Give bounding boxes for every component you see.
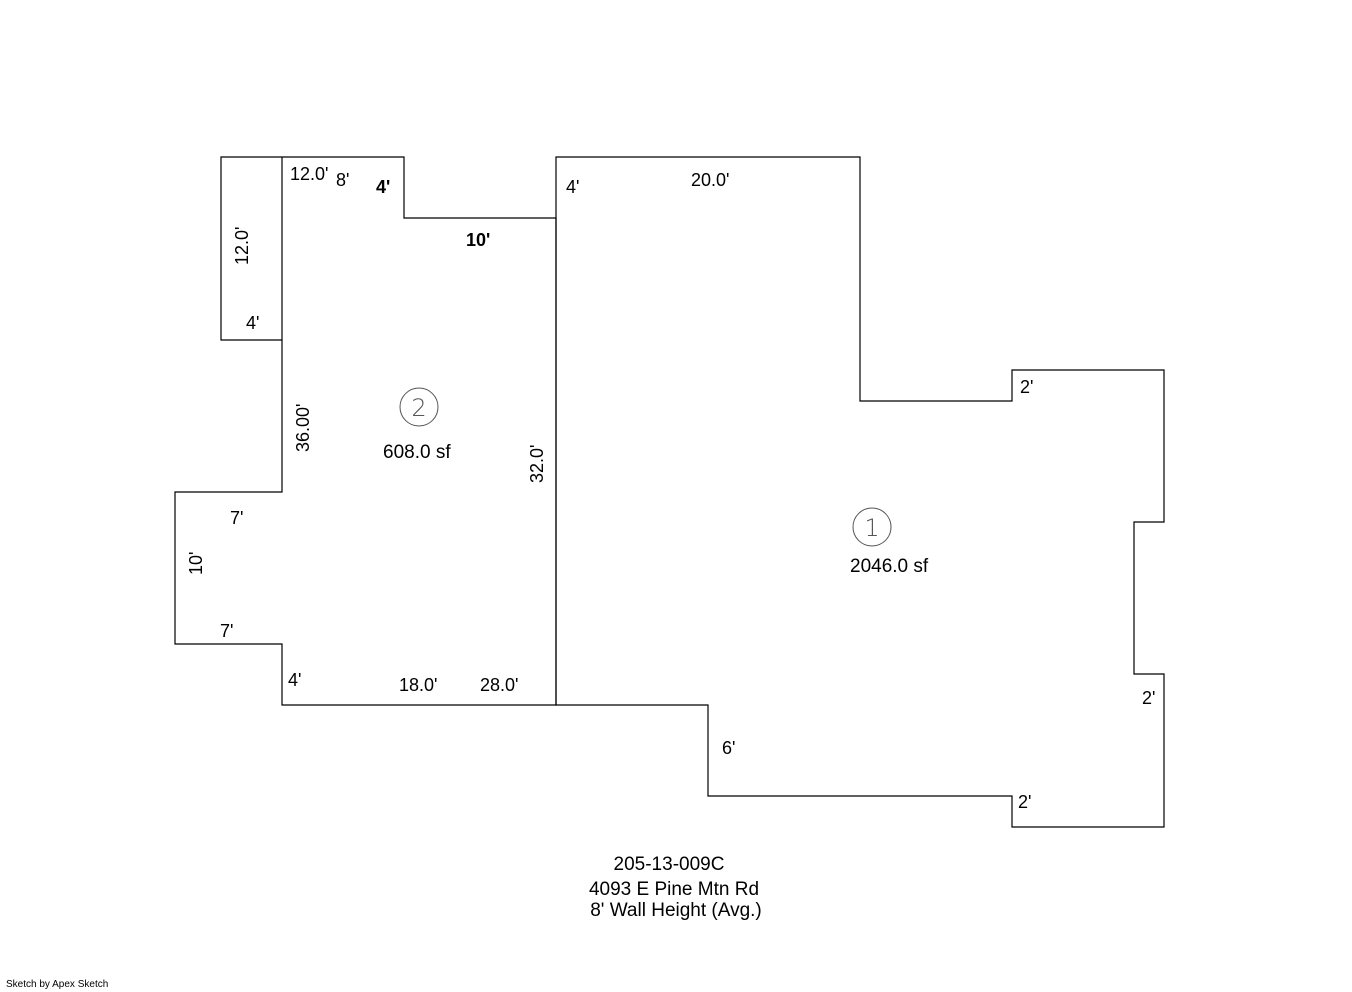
dim-bump-bottom: 7' (220, 621, 233, 641)
area-2-square-footage: 608.0 sf (383, 442, 451, 463)
dim-left-wing-bottom: 4' (246, 313, 259, 333)
area-1-marker (852, 507, 892, 547)
sketch-credit: Sketch by Apex Sketch (6, 979, 109, 990)
wall-height-note: 8' Wall Height (Avg.) (590, 900, 762, 921)
dim-left-wing-top: 12.0' (290, 164, 328, 184)
area-1-number: 1 (864, 514, 879, 542)
dim-area1-right-lower: 2' (1142, 688, 1155, 708)
dim-area1-bottom-step: 2' (1018, 792, 1031, 812)
dim-area1-step-6: 6' (722, 738, 735, 758)
dim-area1-top: 20.0' (691, 170, 729, 190)
dim-bump-top: 7' (230, 508, 243, 528)
parcel-number: 205-13-009C (613, 854, 725, 875)
dim-bottom-18: 18.0' (399, 675, 437, 695)
dim-bump-side: 10' (186, 552, 206, 575)
dim-area2-right: 32.0' (527, 445, 547, 483)
dim-notch-10: 10' (466, 230, 490, 250)
area-1-square-footage: 2046.0 sf (850, 556, 929, 577)
dim-area1-left-top: 4' (566, 177, 579, 197)
dim-top-4: 4' (376, 177, 390, 197)
area-2-marker (399, 387, 439, 427)
dim-area2-left: 36.00' (293, 404, 313, 452)
dim-area1-right-step: 2' (1020, 377, 1033, 397)
area-2-number: 2 (411, 394, 426, 422)
dim-bottom-4: 4' (288, 670, 301, 690)
dim-left-wing-side: 12.0' (232, 227, 252, 265)
area-2-outline (174, 156, 557, 706)
property-address: 4093 E Pine Mtn Rd (588, 879, 760, 900)
dim-bottom-28: 28.0' (480, 675, 518, 695)
area-1-outline (555, 156, 1165, 828)
dim-top-8: 8' (336, 170, 349, 190)
